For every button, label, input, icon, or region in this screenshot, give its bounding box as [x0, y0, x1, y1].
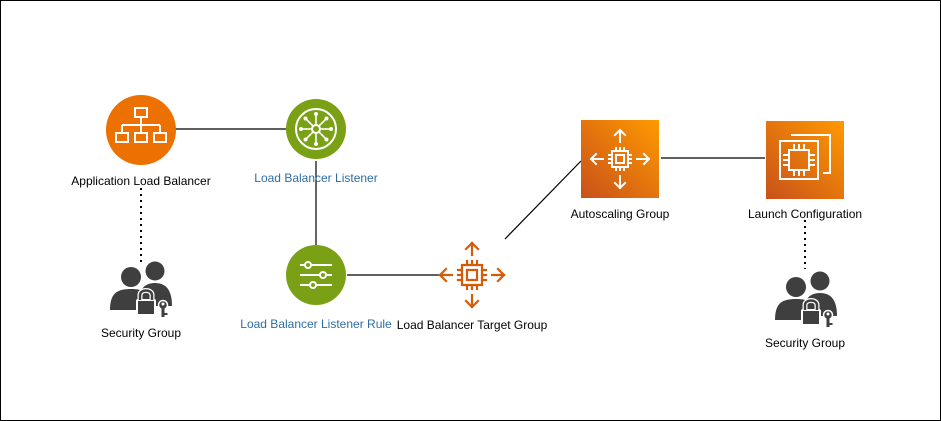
launch-configuration-label: Launch Configuration: [747, 207, 863, 221]
security-group-icon[interactable]: [774, 270, 838, 328]
listener-label: Load Balancer Listener: [254, 171, 378, 185]
security-group-icon[interactable]: [109, 260, 173, 318]
listener-rule-icon[interactable]: [286, 245, 346, 305]
security-group-right-label: Security Group: [764, 336, 846, 350]
listener-rule-label: Load Balancer Listener Rule: [240, 317, 392, 331]
listener-icon[interactable]: [286, 99, 346, 159]
edge-target-asg: [504, 160, 582, 240]
launch-configuration-icon[interactable]: [766, 121, 844, 199]
alb-label: Application Load Balancer: [71, 174, 211, 188]
load-balancer-icon[interactable]: [105, 94, 177, 166]
security-group-left-label: Security Group: [100, 326, 182, 340]
autoscaling-icon[interactable]: [581, 120, 659, 198]
target-group-label: Load Balancer Target Group: [396, 318, 548, 332]
asg-label: Autoscaling Group: [570, 207, 670, 221]
target-group-icon[interactable]: [438, 241, 506, 309]
